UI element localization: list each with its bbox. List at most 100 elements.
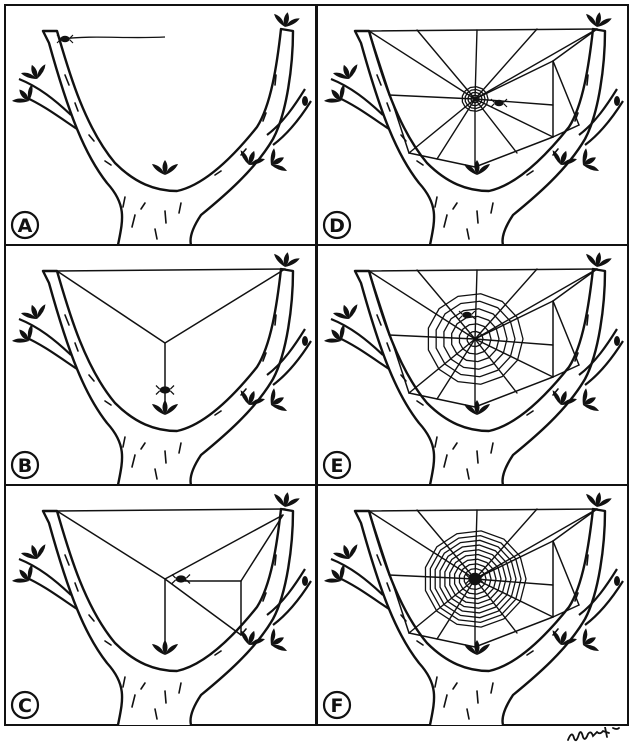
spider-icon bbox=[171, 574, 191, 584]
leaf-icon bbox=[333, 304, 358, 319]
panel-label: C bbox=[10, 690, 40, 720]
frame-thread bbox=[474, 136, 554, 168]
panel-f: F bbox=[316, 484, 629, 726]
bud-icon bbox=[614, 576, 620, 586]
leaf-icon bbox=[11, 324, 33, 343]
y-thread bbox=[56, 270, 166, 344]
radial-thread bbox=[474, 60, 554, 100]
leaf-icon bbox=[582, 628, 600, 651]
radial-thread bbox=[408, 578, 476, 634]
panel-label-letter: D bbox=[329, 215, 345, 237]
bud-icon bbox=[614, 336, 620, 346]
leaf-icon bbox=[270, 148, 288, 171]
radial-thread bbox=[474, 338, 518, 394]
radial-thread bbox=[474, 578, 554, 618]
bud-icon bbox=[302, 96, 308, 106]
tree-branch bbox=[323, 252, 624, 486]
bud-icon bbox=[302, 576, 308, 586]
frame-thread bbox=[552, 508, 598, 542]
leaf-icon bbox=[240, 390, 265, 405]
panel-label-letter: F bbox=[331, 695, 344, 717]
leaf-icon bbox=[464, 160, 490, 175]
frame-thread bbox=[552, 268, 598, 302]
radial-thread bbox=[474, 338, 554, 378]
panel-label-letter: B bbox=[18, 455, 32, 477]
drifting-thread bbox=[60, 36, 166, 40]
bud-icon bbox=[302, 336, 308, 346]
leaf-icon bbox=[21, 304, 46, 319]
bridge-thread bbox=[368, 508, 598, 512]
panel-a: A bbox=[4, 4, 317, 246]
frame-thread bbox=[408, 632, 476, 648]
frame-thread bbox=[552, 300, 580, 366]
radial-thread bbox=[474, 98, 554, 138]
tree-branch bbox=[323, 492, 624, 726]
leaf-icon bbox=[333, 64, 358, 79]
leaf-icon bbox=[270, 388, 288, 411]
leaf-icon bbox=[582, 148, 600, 171]
frame-thread bbox=[368, 510, 410, 634]
bud-icon bbox=[614, 96, 620, 106]
capture-spiral bbox=[464, 88, 486, 110]
panel-label-circle bbox=[10, 690, 40, 720]
spider-icon bbox=[490, 98, 508, 108]
frame-thread bbox=[164, 578, 242, 636]
y-thread bbox=[164, 514, 284, 580]
radial-thread bbox=[416, 29, 476, 100]
leaf-icon bbox=[274, 12, 300, 27]
leaf-icon bbox=[152, 400, 178, 415]
radial-thread bbox=[408, 98, 476, 154]
leaf-icon bbox=[552, 150, 577, 165]
capture-spiral bbox=[458, 563, 492, 595]
frame-thread bbox=[474, 616, 554, 648]
leaf-icon bbox=[586, 252, 612, 267]
radial-thread bbox=[474, 508, 598, 580]
capture-spiral bbox=[427, 293, 524, 385]
radial-thread bbox=[474, 98, 518, 154]
y-thread bbox=[56, 510, 166, 580]
leaf-icon bbox=[152, 160, 178, 175]
panel-label: A bbox=[10, 210, 40, 240]
capture-spiral bbox=[444, 549, 507, 609]
radial-thread bbox=[474, 269, 478, 340]
frame-thread bbox=[368, 270, 410, 394]
panel-d: D bbox=[316, 4, 629, 246]
capture-spiral bbox=[458, 323, 492, 355]
frame-thread bbox=[368, 30, 410, 154]
leaf-icon bbox=[582, 388, 600, 411]
radial-thread bbox=[474, 28, 538, 100]
capture-spiral bbox=[429, 534, 522, 624]
capture-spiral bbox=[443, 308, 508, 370]
tree-branch bbox=[323, 12, 624, 246]
leaf-icon bbox=[274, 252, 300, 267]
leaf-icon bbox=[21, 544, 46, 559]
panel-label-letter: A bbox=[18, 215, 33, 237]
capture-spiral bbox=[470, 94, 480, 104]
leaf-icon bbox=[323, 84, 345, 103]
capture-spiral bbox=[449, 553, 502, 605]
leaf-icon bbox=[333, 544, 358, 559]
radial-thread bbox=[368, 270, 476, 340]
frame-thread bbox=[552, 124, 580, 138]
tree-branch bbox=[11, 12, 312, 246]
leaf-icon bbox=[464, 640, 490, 655]
panel-label: F bbox=[322, 690, 352, 720]
leaf-icon bbox=[240, 630, 265, 645]
panel-label-circle bbox=[322, 450, 352, 480]
leaf-icon bbox=[270, 628, 288, 651]
bridge-thread bbox=[56, 508, 286, 512]
leaf-icon bbox=[586, 492, 612, 507]
radial-thread bbox=[436, 338, 476, 400]
leaf-icon bbox=[586, 12, 612, 27]
frame-thread bbox=[552, 364, 580, 378]
panel-label: E bbox=[322, 450, 352, 480]
radial-thread bbox=[474, 28, 598, 100]
capture-spiral bbox=[461, 86, 489, 112]
leaf-icon bbox=[464, 400, 490, 415]
frame-thread bbox=[552, 60, 580, 126]
panel-label-circle bbox=[322, 690, 352, 720]
frame-thread bbox=[552, 540, 580, 606]
panel-label-letter: E bbox=[331, 455, 344, 477]
frame-thread bbox=[240, 514, 284, 582]
